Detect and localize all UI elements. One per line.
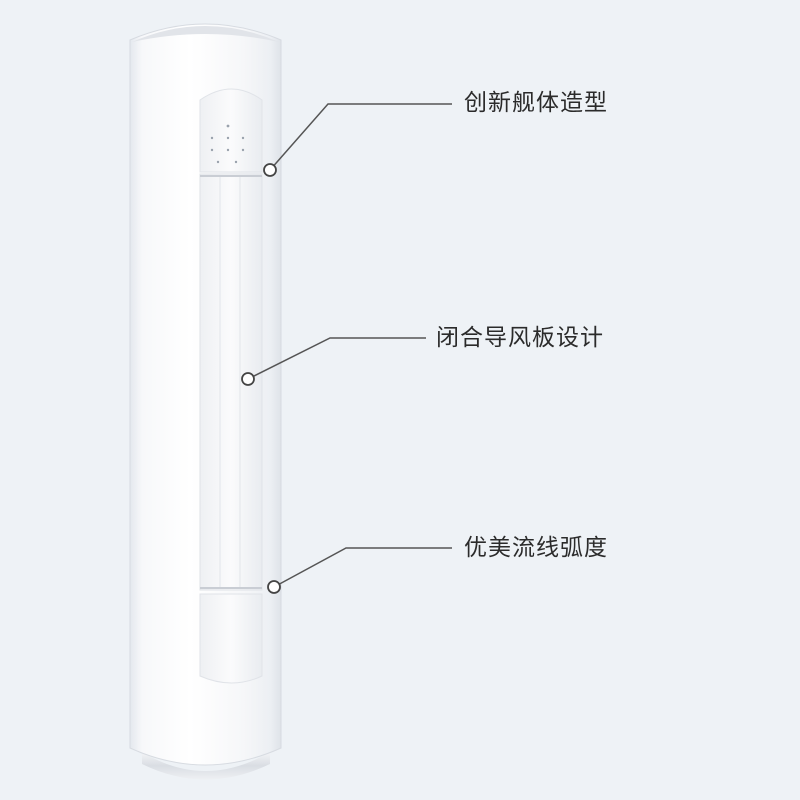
air-conditioner-unit bbox=[129, 23, 282, 780]
callout-label-cabin-shape: 创新舰体造型 bbox=[464, 90, 608, 116]
callout-markers bbox=[241, 163, 281, 594]
callout-label-streamline-curve: 优美流线弧度 bbox=[464, 535, 608, 561]
callout-marker-3 bbox=[267, 580, 281, 594]
callout-line-3 bbox=[273, 547, 452, 588]
callout-label-deflector-design: 闭合导风板设计 bbox=[436, 325, 604, 351]
display-panel bbox=[199, 88, 263, 173]
callout-line-2 bbox=[247, 337, 426, 380]
callout-marker-2 bbox=[241, 372, 255, 386]
lower-panel bbox=[199, 593, 263, 684]
callout-line-1 bbox=[269, 103, 452, 171]
callout-lines bbox=[247, 103, 452, 588]
unit-base bbox=[142, 752, 270, 780]
display-indicators bbox=[210, 124, 245, 164]
unit-top-cap bbox=[132, 26, 279, 42]
callout-marker-1 bbox=[263, 163, 277, 177]
